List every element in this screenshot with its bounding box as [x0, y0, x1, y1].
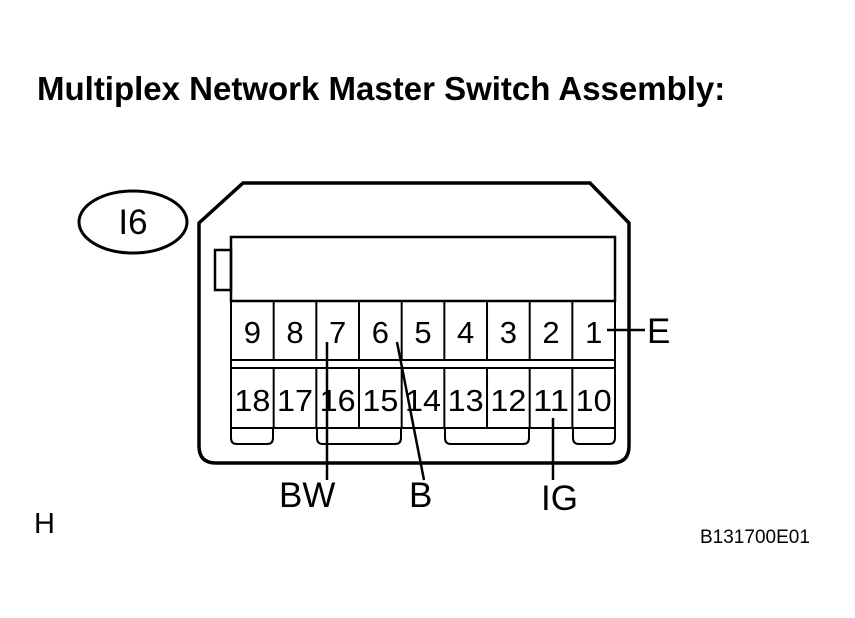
pin-2: 2 — [542, 315, 559, 350]
lock-tab-center-right — [444, 428, 530, 445]
pin-16: 16 — [320, 383, 356, 418]
pin-13: 13 — [448, 383, 484, 418]
signal-label-e: E — [647, 312, 670, 351]
pin-8: 8 — [286, 315, 303, 350]
connector-latch — [229, 235, 617, 303]
leader-line-b — [395, 341, 426, 481]
pin-11: 11 — [533, 383, 569, 418]
diagram-title: Multiplex Network Master Switch Assembly… — [37, 70, 726, 107]
pin-10: 10 — [576, 383, 612, 418]
connector-id-label: I6 — [118, 203, 147, 242]
connector-key — [213, 248, 233, 292]
signal-label-b: B — [409, 476, 432, 515]
signal-label-ig: IG — [541, 479, 578, 518]
pin-18: 18 — [234, 383, 270, 418]
lock-tab-right — [572, 428, 616, 445]
signal-label-bw: BW — [279, 476, 335, 515]
pin-12: 12 — [490, 383, 526, 418]
pin-5: 5 — [414, 315, 431, 350]
pin-3: 3 — [500, 315, 517, 350]
pin-9: 9 — [244, 315, 261, 350]
pin-4: 4 — [457, 315, 474, 350]
pin-grid — [230, 301, 616, 430]
pin-7: 7 — [329, 315, 346, 350]
lock-tab-left — [230, 428, 274, 445]
pin-6: 6 — [372, 315, 389, 350]
figure-code: B131700E01 — [700, 527, 810, 548]
pin-15: 15 — [362, 383, 398, 418]
pin-1: 1 — [585, 315, 602, 350]
connector-housing — [197, 181, 631, 465]
pin-17: 17 — [277, 383, 313, 418]
lock-tab-center-left — [316, 428, 402, 445]
connector-id-oval — [77, 189, 189, 255]
corner-letter: H — [34, 508, 55, 540]
